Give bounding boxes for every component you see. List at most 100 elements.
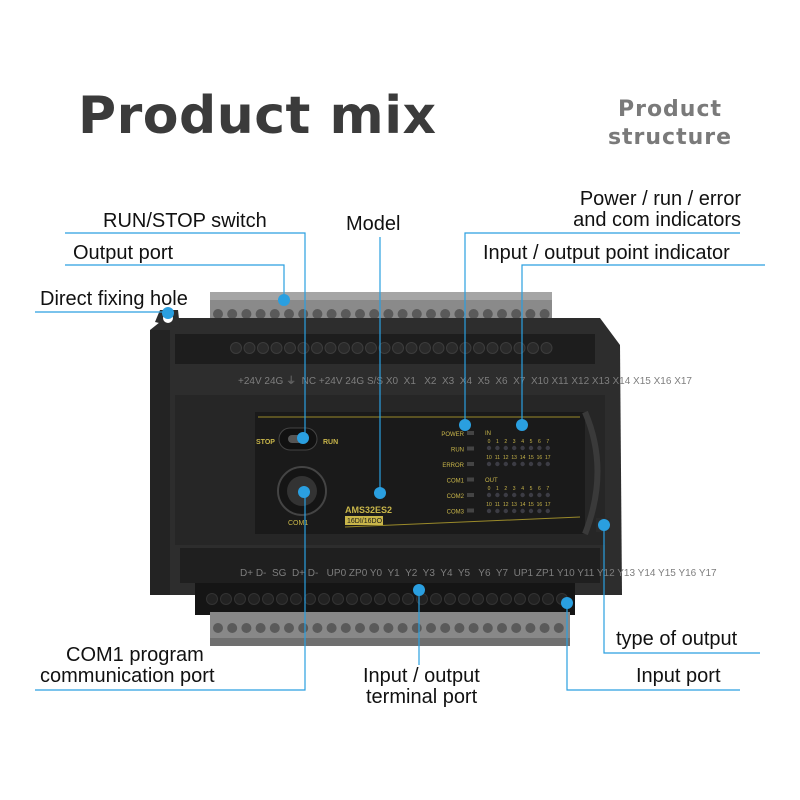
io-led-number: 4 [521,486,524,492]
io-led-number: 0 [488,486,491,492]
page-title: Product mix [78,86,437,146]
terminal-screw [397,309,408,319]
io-led [495,492,500,498]
status-led-label: POWER [441,432,464,438]
status-led [467,477,474,482]
terminal-pin [378,342,391,354]
terminal-screw [440,309,451,319]
terminal-screw [369,309,380,319]
io-led [528,461,534,467]
io-led [512,508,517,514]
terminal-screw [411,623,422,633]
terminal-screw [426,309,436,319]
terminal-screw [227,309,238,319]
terminal-pin [405,342,418,354]
terminal-screw [241,623,252,633]
io-led-number: 17 [545,455,551,461]
io-led-number: 2 [504,486,507,492]
terminal-screw [525,623,536,633]
status-led [467,446,474,451]
io-led [512,445,517,451]
io-led [545,445,550,451]
terminal-pin [220,593,232,605]
terminal-pin [486,593,498,605]
terminal-screw [454,309,465,319]
terminal-screw [326,623,337,633]
device-body: +24V 24G ⏚ NC +24V 24G S/S X0 X1 X2 X3 X… [150,318,717,615]
terminal-pin [472,593,484,605]
terminal-screw [397,623,408,633]
io-led [545,508,550,514]
io-led [486,445,492,451]
io-led [503,461,508,467]
io-led [537,508,542,514]
io-led-number: 0 [488,439,491,445]
terminal-pin [257,342,269,354]
callout-type-of-output: type of output [616,628,738,650]
callout-com1-2: communication port [40,665,215,687]
subtitle-line2: structure [607,125,733,150]
terminal-screw [340,623,351,633]
terminal-pin [270,342,283,354]
terminal-screw [340,309,351,319]
callout-lines [35,232,765,691]
terminal-screw [482,623,493,633]
terminal-pin [318,593,330,605]
io-led-number: 11 [495,502,500,508]
terminal-pin [419,342,431,354]
terminal-screw [355,623,365,633]
terminal-pin [234,593,246,605]
bottom-terminal-block [210,612,570,646]
terminal-screw [312,309,323,319]
callout-output-port: Output port [73,242,174,264]
io-led-number: 12 [503,502,509,508]
terminal-pin [297,342,310,354]
terminal-screw [369,623,380,633]
status-led-label: ERROR [442,463,464,469]
status-led [467,508,474,513]
terminal-pin [513,342,526,354]
terminal-screw [539,623,550,633]
terminal-pin [500,342,512,354]
terminal-screw [426,623,436,633]
terminal-screw [525,309,536,319]
terminal-screw [269,623,280,633]
terminal-screw [255,623,266,633]
terminal-pin [444,593,456,605]
io-led [520,508,525,514]
terminal-screw [383,623,394,633]
terminal-screw [213,623,223,633]
io-led-number: 14 [520,455,526,461]
io-led [545,461,550,467]
io-led-number: 11 [495,455,500,461]
subtitle-line1: Product [617,97,723,122]
terminal-screw [440,623,451,633]
terminal-pin [365,342,377,354]
terminal-pin [458,593,470,605]
terminal-screw [241,309,252,319]
terminal-screw [497,623,507,633]
io-led-number: 1 [496,439,499,445]
callout-fixing-hole: Direct fixing hole [40,288,188,310]
callout-dots [162,294,610,609]
callout-indicators-1: Power / run / error [579,188,741,210]
io-led-number: 10 [486,502,492,508]
terminal-screw [255,309,266,319]
io-led [528,492,534,498]
switch-run-label: RUN [323,439,338,446]
io-led [495,445,500,451]
callout-input-port: Input port [636,665,721,687]
status-led-label: COM2 [447,494,465,500]
io-led-number: 16 [537,502,543,508]
io-led [520,492,525,498]
status-led-label: COM3 [447,510,465,516]
io-led-number: 14 [520,502,526,508]
io-led-number: 3 [513,439,516,445]
terminal-screw [511,309,522,319]
io-led [528,445,534,451]
terminal-pin [262,593,274,605]
io-led [503,508,508,514]
terminal-screw [269,309,280,319]
